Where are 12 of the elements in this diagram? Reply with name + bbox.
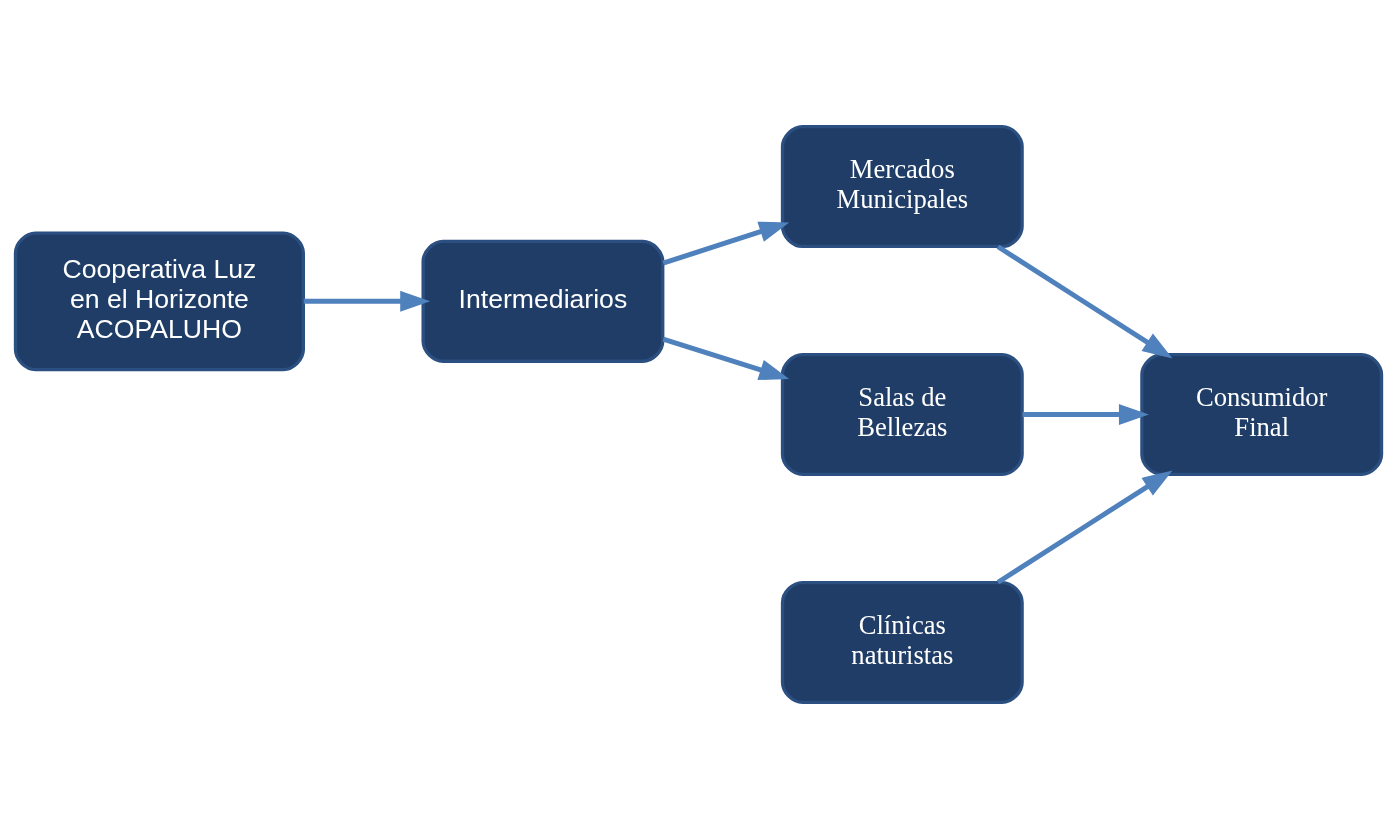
arrow — [996, 470, 1173, 585]
arrow — [303, 290, 431, 312]
arrow — [1022, 404, 1149, 425]
node-box: Consumidor Final — [1140, 352, 1384, 477]
node-box: Intermediarios — [421, 239, 665, 363]
node-box: Salas de Bellezas — [780, 352, 1024, 477]
arrow — [996, 244, 1173, 359]
node-box: Mercados Municipales — [780, 125, 1024, 249]
arrow — [662, 221, 790, 266]
node-box: Clínicas naturistas — [780, 580, 1024, 704]
node-box: Cooperativa Luz en el Horizonte ACOPALUHO — [13, 231, 305, 372]
arrow — [662, 336, 790, 380]
